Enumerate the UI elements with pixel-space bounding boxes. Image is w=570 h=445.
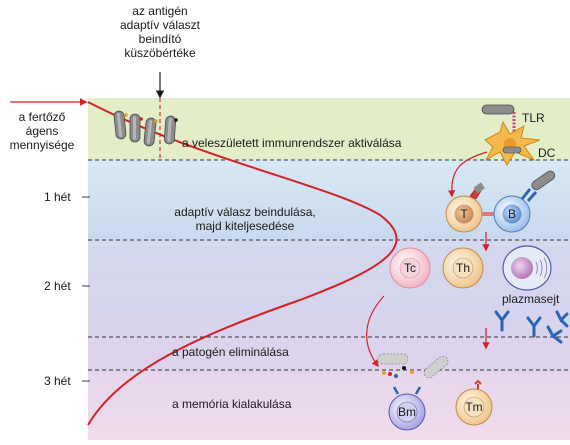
band-adaptive (88, 160, 570, 240)
dendritic-cell-icon (484, 120, 541, 167)
threshold-label-line: adaptív választ (119, 18, 201, 32)
time-label-week1: 1 hét (44, 190, 71, 204)
threshold-label-line: beindító (138, 32, 182, 46)
stage-memory-label: a memória kialakulása (172, 397, 292, 411)
stage-dividers (88, 159, 570, 371)
band-memory (88, 370, 570, 440)
dc-label: DC (538, 146, 556, 160)
tc-to-memory-arrow (366, 295, 385, 368)
t-cell-label: T (460, 207, 468, 221)
threshold-label: az antigén adaptív választ beindító küsz… (100, 4, 220, 60)
pathogen-amount-line: mennyisége (9, 138, 75, 152)
pathogen-amount-label: a fertőző ágens mennyisége (4, 110, 80, 152)
pathogen-amount-line: ágens (25, 124, 59, 138)
b-cell-label: B (507, 207, 516, 221)
eliminated-pathogen-icon (377, 353, 449, 379)
tc-cell-label: Tc (404, 261, 416, 275)
band-elimination (88, 337, 570, 370)
tlr-label: TLR (522, 111, 545, 125)
b-cell (493, 170, 556, 233)
t-b-synapse (482, 212, 494, 216)
threshold-label-line: az antigén (132, 4, 188, 18)
tm-cell-label: Tm (465, 400, 483, 414)
t-cell (445, 182, 485, 233)
threshold-label-line: küszöbértéke (124, 46, 196, 60)
plasma-cell-label: plazmasejt (502, 292, 560, 306)
pathogen-curve (87, 101, 398, 426)
plasma-cell (502, 245, 552, 291)
th-cell-label: Th (455, 261, 470, 275)
stage-adaptive-line: adaptív válasz beindulása, (174, 205, 316, 219)
time-label-week2: 2 hét (44, 279, 71, 293)
antibody-icon (494, 310, 569, 344)
stage-adaptive-line: majd kiteljesedése (195, 219, 295, 233)
stage-innate-label: a veleszületett immunrendszer aktiválása (182, 136, 402, 150)
time-label-week3: 3 hét (44, 374, 71, 388)
time-axis-ticks (82, 196, 90, 382)
pathogen-amount-line: a fertőző (18, 110, 66, 124)
pathogen-icon (113, 110, 178, 147)
stage-elimination-label: a patogén eliminálása (172, 345, 289, 359)
dc-to-t-arrow (447, 151, 488, 198)
th-cell (442, 247, 484, 289)
tm-cell (455, 379, 493, 426)
bm-cell-label: Bm (398, 405, 416, 419)
bm-cell (388, 386, 426, 431)
stage-adaptive-label: adaptív válasz beindulása, majd kiteljes… (160, 205, 330, 233)
tc-cell (389, 247, 431, 289)
